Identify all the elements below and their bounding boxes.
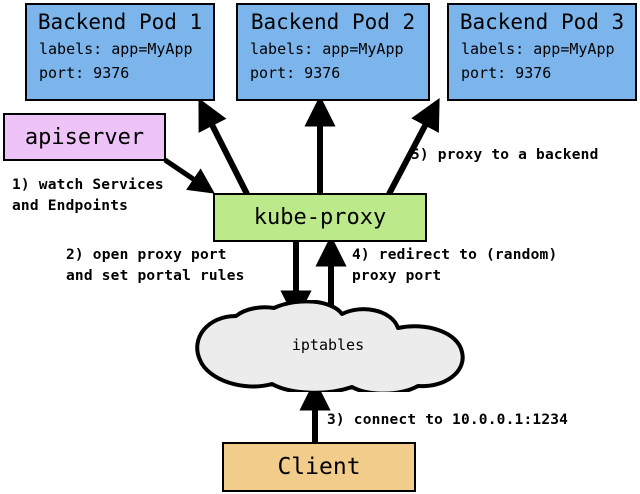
step-5-annotation: 5) proxy to a backend bbox=[411, 145, 599, 166]
kube-proxy-label: kube-proxy bbox=[253, 205, 387, 230]
edge-kubeproxy-to-pod1 bbox=[198, 97, 250, 196]
step-2-annotation: 2) open proxy port and set portal rules bbox=[66, 245, 245, 287]
apiserver-label: apiserver bbox=[24, 124, 145, 150]
apiserver-node[interactable]: apiserver bbox=[3, 113, 166, 161]
backend-pod-2[interactable]: Backend Pod 2 labels: app=MyApp port: 93… bbox=[236, 3, 430, 101]
step-2-line-2: and set portal rules bbox=[66, 268, 245, 284]
edge-kubeproxy-to-pod3 bbox=[386, 98, 440, 196]
iptables-label: iptables bbox=[291, 336, 365, 354]
backend-pod-3-labels: labels: app=MyApp bbox=[461, 40, 615, 58]
step-5-line-1: 5) proxy to a backend bbox=[411, 147, 599, 163]
backend-pod-1-labels: labels: app=MyApp bbox=[39, 40, 193, 58]
step-4-annotation: 4) redirect to (random) proxy port bbox=[352, 245, 557, 287]
backend-pod-1[interactable]: Backend Pod 1 labels: app=MyApp port: 93… bbox=[25, 3, 215, 101]
kube-proxy-node[interactable]: kube-proxy bbox=[213, 193, 427, 242]
step-3-line-1: 3) connect to 10.0.0.1:1234 bbox=[327, 412, 569, 428]
backend-pod-3[interactable]: Backend Pod 3 labels: app=MyApp port: 93… bbox=[447, 3, 637, 101]
step-4-line-2: proxy port bbox=[352, 268, 442, 284]
backend-pod-2-port: port: 9376 bbox=[250, 64, 341, 82]
client-label: Client bbox=[277, 454, 361, 480]
cloud-shape bbox=[195, 300, 465, 392]
step-1-annotation: 1) watch Services and Endpoints bbox=[12, 175, 164, 217]
step-4-line-1: 4) redirect to (random) bbox=[352, 247, 558, 263]
backend-pod-2-labels: labels: app=MyApp bbox=[250, 40, 404, 58]
backend-pod-2-title: Backend Pod 2 bbox=[250, 10, 416, 34]
iptables-cloud bbox=[195, 300, 465, 392]
step-1-line-1: 1) watch Services bbox=[12, 177, 164, 193]
backend-pod-3-port: port: 9376 bbox=[461, 64, 552, 82]
step-2-line-1: 2) open proxy port bbox=[66, 247, 227, 263]
backend-pod-1-port: port: 9376 bbox=[39, 64, 130, 82]
edge-apiserver-to-kubeproxy bbox=[163, 157, 215, 194]
client-node[interactable]: Client bbox=[222, 442, 416, 492]
backend-pod-3-title: Backend Pod 3 bbox=[459, 10, 625, 34]
step-3-annotation: 3) connect to 10.0.0.1:1234 bbox=[327, 410, 568, 431]
backend-pod-1-title: Backend Pod 1 bbox=[37, 10, 203, 34]
step-1-line-2: and Endpoints bbox=[12, 198, 129, 214]
